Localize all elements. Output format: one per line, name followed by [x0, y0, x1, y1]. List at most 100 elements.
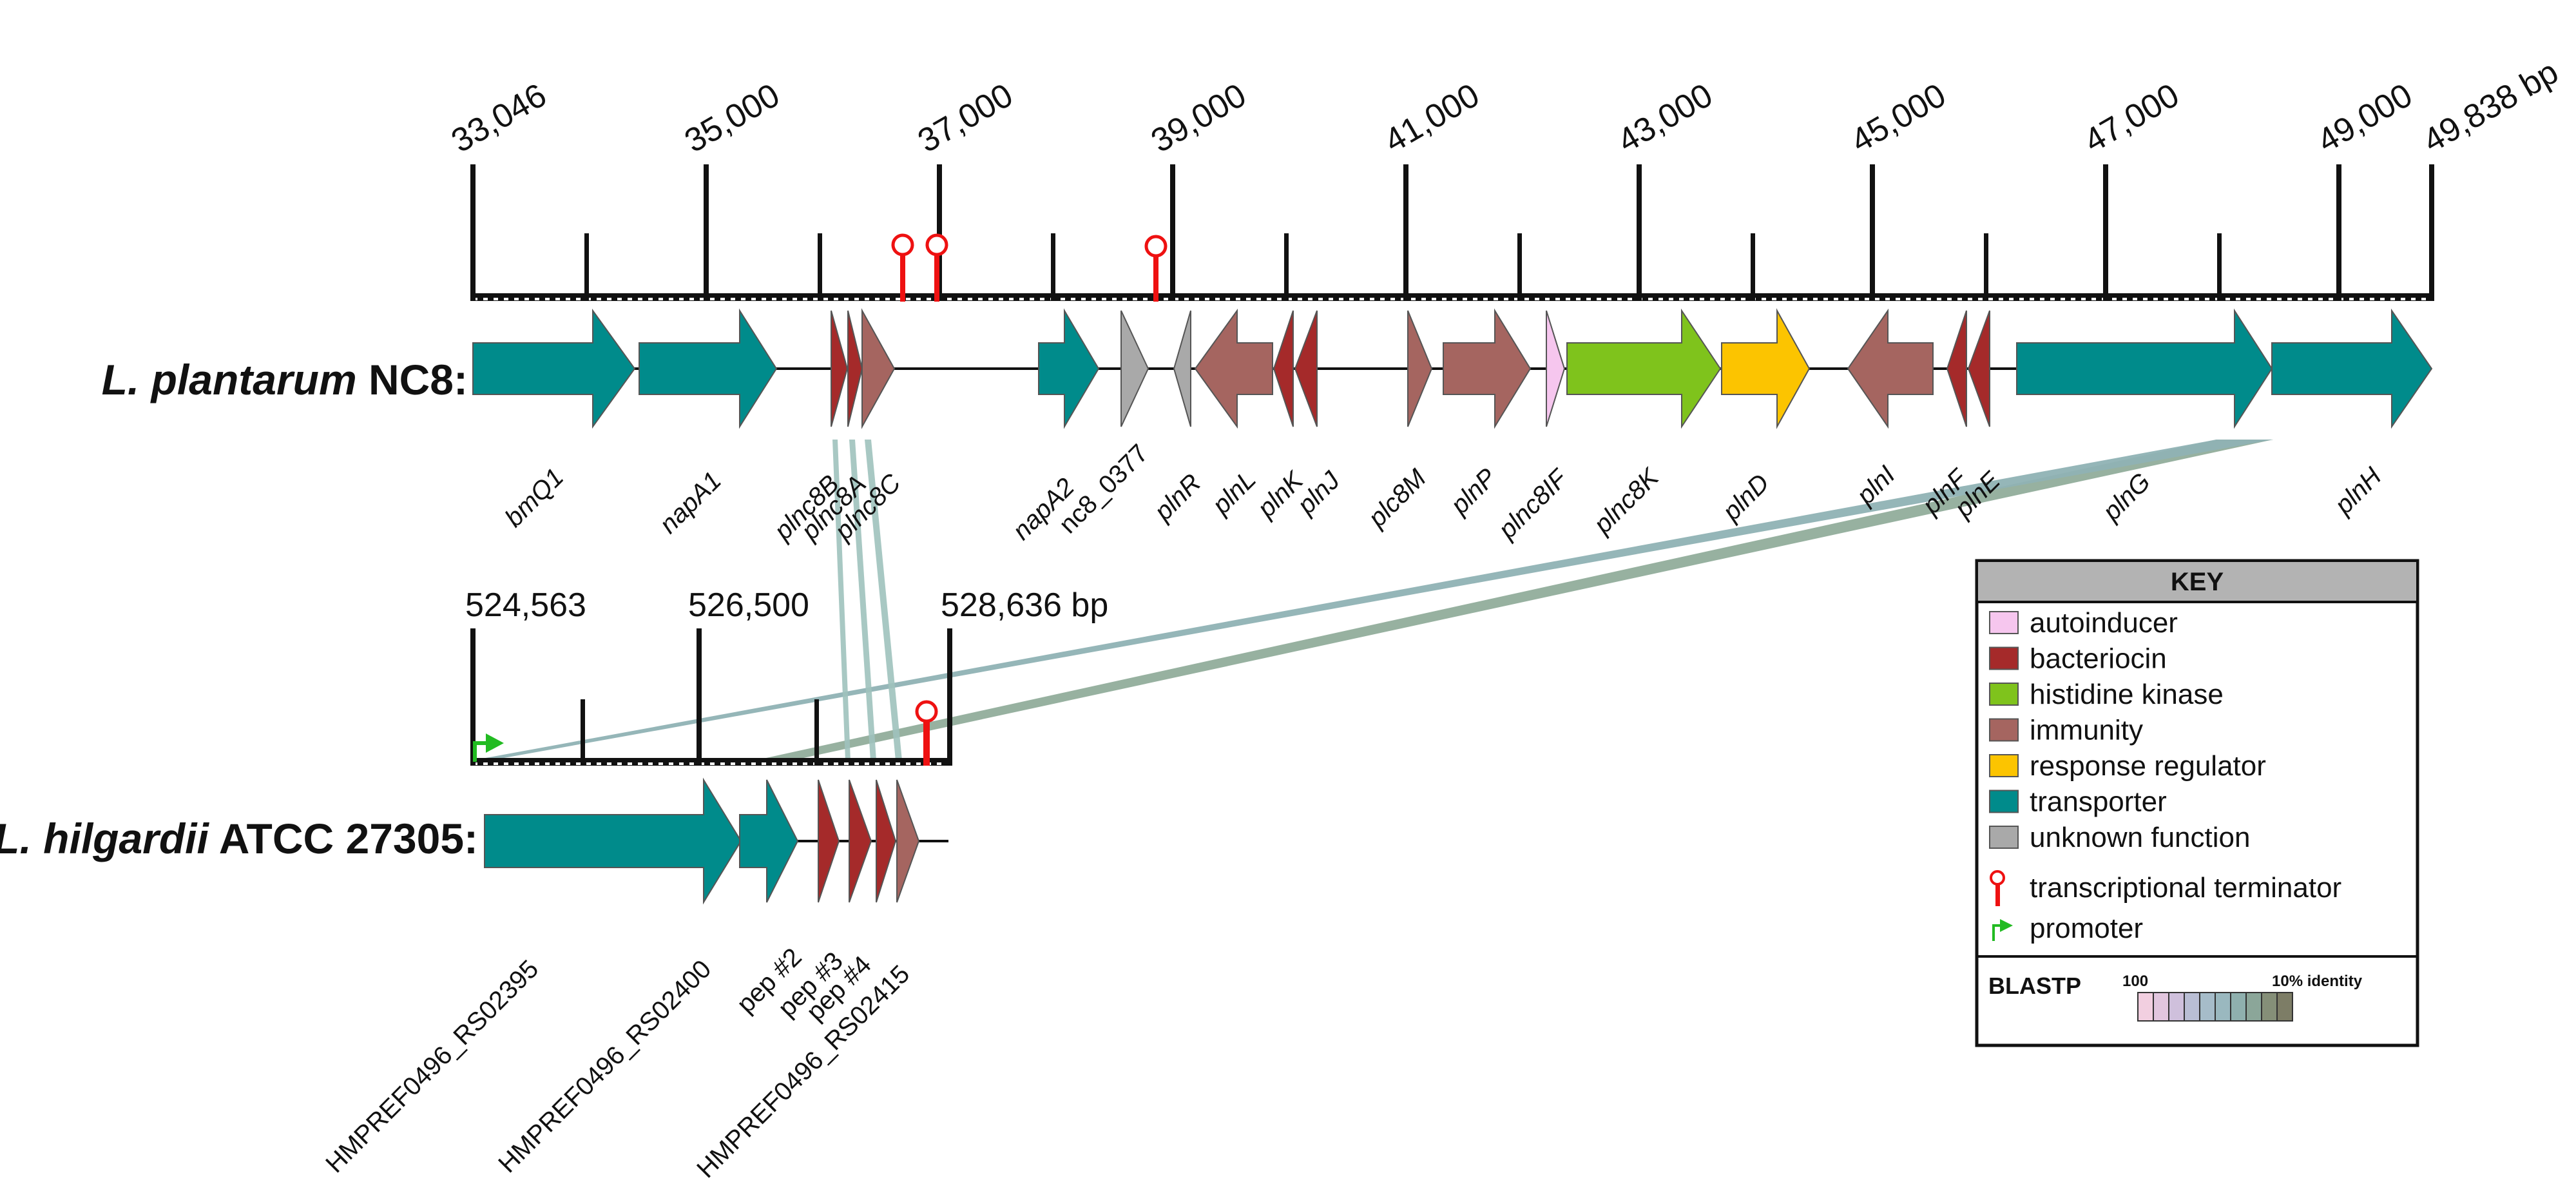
- gene-arrow-plnd: [1721, 308, 1811, 429]
- gene-label: bmQ1: [499, 463, 569, 532]
- gene-label: plnJ: [1292, 466, 1346, 520]
- coordinate-ruler: [470, 628, 952, 766]
- legend-promoter-label: promoter: [2030, 913, 2143, 944]
- gene-arrow-plnf: [1946, 310, 1967, 427]
- blastp-label: BLASTP: [1988, 973, 2081, 999]
- gene-arrow-hmpref0496-rs02400: [739, 779, 799, 903]
- gene-arrow-napa2: [1038, 308, 1100, 429]
- genome-title: L. plantarum NC8:: [102, 356, 468, 403]
- tick-label: 45,000: [1845, 77, 1952, 160]
- gene-arrow-plnc8a: [847, 310, 863, 427]
- tick-label: 43,000: [1611, 77, 1719, 160]
- gene-arrow-plnp: [1443, 308, 1532, 429]
- legend-swatch: [1989, 754, 2019, 777]
- gene-arrow-plnl: [1194, 308, 1273, 429]
- terminator-icon: [925, 233, 948, 302]
- gene-label: napA1: [654, 466, 727, 539]
- blastp-scale-cell: [2230, 992, 2247, 1022]
- tick-label: 35,000: [678, 77, 786, 160]
- gene-label: plnP: [1445, 463, 1503, 520]
- gene-arrow-pep-2: [818, 779, 840, 903]
- gene-arrow-plc8m: [1407, 310, 1433, 427]
- legend-promoter-icon: [1992, 919, 2013, 941]
- gene-arrow-plnh: [2271, 308, 2433, 429]
- gene-arrow-pep-4: [876, 779, 897, 903]
- gene-label: plnG: [2097, 468, 2157, 527]
- blastp-scale-cell: [2215, 992, 2231, 1022]
- tick-label: 528,636 bp: [941, 586, 1108, 624]
- blastp-scale-cell: [2168, 992, 2185, 1022]
- legend-label: histidine kinase: [2030, 679, 2224, 710]
- gene-arrow-hmpref0496-rs02415: [896, 779, 920, 903]
- tick-label: 39,000: [1145, 77, 1253, 160]
- terminator-icon: [915, 700, 938, 766]
- gene-label: plnL: [1207, 465, 1262, 520]
- blastp-scale-cell: [2245, 992, 2262, 1022]
- tick-label: 41,000: [1378, 77, 1486, 160]
- terminator-icon: [1144, 235, 1168, 302]
- blastp-scale-cell: [2153, 992, 2169, 1022]
- gene-label: plc8M: [1363, 463, 1432, 533]
- tick-label: 49,838 bp: [2417, 53, 2564, 160]
- homology-link-transporter-pair: [760, 440, 2273, 759]
- terminator-icon: [891, 233, 914, 302]
- legend-swatch: [1989, 683, 2019, 706]
- gene-arrow-plnc8b: [831, 310, 849, 427]
- tick-label: 37,000: [912, 77, 1019, 160]
- genome-track-l-plantarum: 33,046 35,000 37,000 39,000 41,000 43,00…: [102, 53, 2565, 546]
- gene-arrow-napa1: [639, 308, 778, 429]
- homology-link-transporter-main: [472, 440, 2273, 761]
- legend-swatch: [1989, 646, 2019, 670]
- blastp-scale-cell: [2199, 992, 2216, 1022]
- promoter-icon: [473, 733, 504, 762]
- homology-link-bacteriocin-1: [832, 440, 851, 761]
- tick-label: 33,046: [445, 77, 553, 160]
- tick-label: 526,500: [688, 586, 809, 624]
- gene-arrow-plnc8if: [1546, 310, 1566, 427]
- gene-label: plnR: [1149, 469, 1207, 527]
- coordinate-ruler: [470, 164, 2434, 301]
- gene-arrow-plni: [1847, 308, 1934, 429]
- gene-arrow-plnc8k: [1566, 308, 1722, 429]
- legend-label: unknown function: [2030, 822, 2250, 853]
- homology-link-bacteriocin-3: [865, 440, 902, 761]
- blastp-homology-links: [472, 440, 2273, 761]
- gene-arrow-bmq1: [472, 308, 636, 429]
- blastp-scale-cell: [2184, 992, 2200, 1022]
- gene-arrow-plnc8c: [861, 308, 896, 429]
- gene-arrow-plnk: [1273, 310, 1294, 427]
- gene-arrow-hmpref0496-rs02395: [484, 777, 742, 905]
- gene-arrow-plnj: [1294, 310, 1318, 427]
- legend-swatch: [1989, 718, 2019, 742]
- homology-link-bacteriocin-2: [849, 440, 876, 761]
- legend-title: KEY: [2171, 568, 2224, 596]
- genome-title: L. hilgardii ATCC 27305:: [0, 815, 478, 862]
- gene-label: plnH: [2329, 462, 2387, 520]
- gene-label: plnc8IF: [1493, 463, 1574, 545]
- blastp-identity-scale: [2137, 992, 2293, 1022]
- blastp-scale-low: 100: [2122, 973, 2148, 990]
- gene-label: plnD: [1717, 469, 1775, 527]
- legend-terminator-icon: [1990, 870, 2005, 906]
- gene-arrow-plng: [2016, 308, 2273, 429]
- legend-key: KEY autoinducer bacteriocin histidine kina…: [1975, 559, 2419, 1047]
- legend-label: immunity: [2030, 715, 2143, 746]
- blastp-scale-high: 10% identity: [2272, 973, 2363, 990]
- blastp-scale-cell: [2137, 992, 2154, 1022]
- blastp-scale-cell: [2261, 992, 2278, 1022]
- legend-label: transporter: [2030, 786, 2167, 818]
- legend-label: response regulator: [2030, 750, 2266, 782]
- legend-swatch: [1989, 611, 2019, 634]
- legend-terminator-label: transcriptional terminator: [2030, 872, 2341, 904]
- tick-label: 524,563: [465, 586, 586, 624]
- legend-label: autoinducer: [2030, 607, 2178, 639]
- tick-label: 47,000: [2078, 77, 2186, 160]
- tick-label: 49,000: [2311, 77, 2419, 160]
- blastp-scale-cell: [2276, 992, 2293, 1022]
- gene-arrow-pep-3: [849, 779, 872, 903]
- gene-label: plnc8K: [1588, 462, 1666, 539]
- legend-swatch: [1989, 826, 2019, 849]
- legend-label: bacteriocin: [2030, 643, 2167, 675]
- legend-swatch: [1989, 790, 2019, 813]
